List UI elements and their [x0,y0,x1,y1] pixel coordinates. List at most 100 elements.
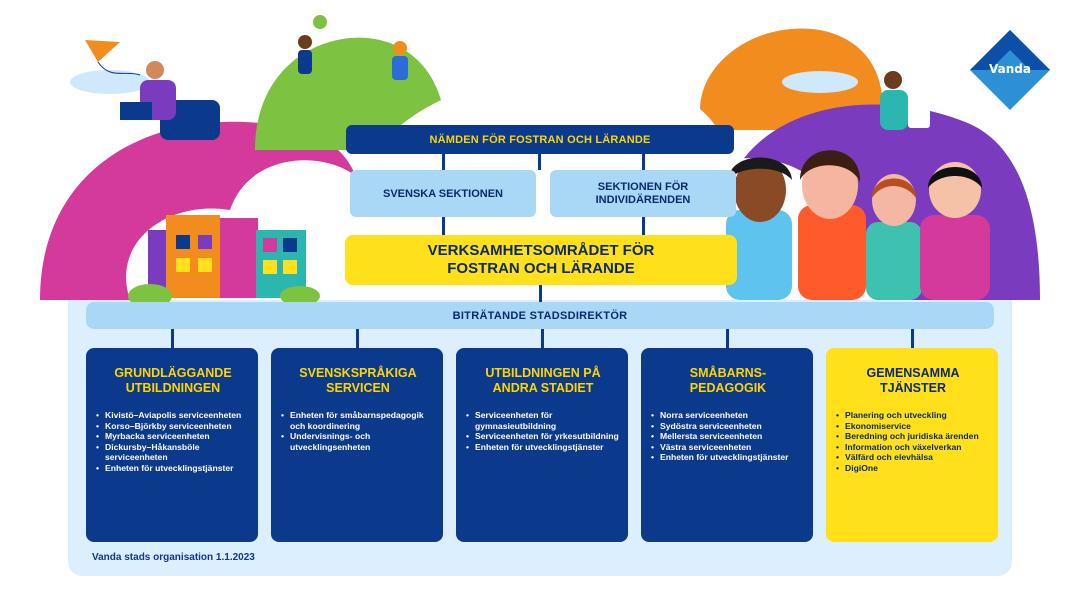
connector-line [642,154,645,170]
kid-head [298,35,312,49]
unit-heading: SMÅBARNS- PEDAGOGIK [651,366,805,396]
kid-head [884,71,902,89]
window [263,260,277,274]
unit-swedish-services: SVENSKSPRÅKIGA SERVICEN Enheten för småb… [271,348,443,542]
unit-heading: SVENSKSPRÅKIGA SERVICEN [281,366,435,396]
board-box: NÄMDEN FÖR FOSTRAN OCH LÄRANDE [346,125,734,154]
unit-heading-line: UTBILDNINGEN PÅ [485,366,601,380]
area-title-line-2: FOSTRAN OCH LÄRANDE [447,260,635,277]
list-item: Välfärd och elevhälsa [836,452,990,463]
unit-list: Planering och utveckling Ekonomiservice … [836,410,990,473]
bush [280,286,320,306]
child-hair [872,178,916,198]
unit-heading-line: ANDRA STADIET [492,381,594,395]
area-title-line-1: VERKSAMHETSOMRÅDET FÖR [427,242,655,259]
connector-line [171,329,174,348]
vanda-logo-icon [970,30,1050,110]
list-item: Mellersta serviceenheten [651,431,805,442]
unit-early-childhood: SMÅBARNS- PEDAGOGIK Norra serviceenheten… [641,348,813,542]
tablet [908,100,930,128]
unit-list: Kivistö–Aviapolis serviceenheten Korso–B… [96,410,250,473]
footer-caption: Vanda stads organisation 1.1.2023 [92,552,255,563]
small-cloud [782,71,858,93]
child-body [726,210,792,300]
laptop [120,102,152,120]
connector-line [442,154,445,170]
list-item: Sydöstra serviceenheten [651,421,805,432]
list-item: Norra serviceenheten [651,410,805,421]
unit-list: Enheten för småbarnspedagogik och koordi… [281,410,435,452]
unit-heading: GEMENSAMMA TJÄNSTER [836,366,990,396]
list-item: Myrbacka serviceenheten [96,431,250,442]
ball [313,15,327,29]
window [176,258,190,272]
window [198,235,212,249]
list-item: Enheten för utvecklingstjänster [466,442,620,453]
list-item: Planering och utveckling [836,410,990,421]
unit-list: Serviceenheten för gymnasieutbildning Se… [466,410,620,452]
list-item: Serviceenheten för gymnasieutbildning [466,410,620,431]
child-head [802,151,858,219]
connector-line [726,329,729,348]
kid-head [393,41,407,55]
connector-line [911,329,914,348]
unit-heading-line: SERVICEN [326,381,390,395]
list-item: Beredning och juridiska ärenden [836,431,990,442]
list-item: Enheten för utvecklingstjänster [96,463,250,474]
building [166,215,220,298]
connector-line [356,329,359,348]
unit-heading: GRUNDLÄGGANDE UTBILDNINGEN [96,366,250,396]
small-cloud [70,70,150,94]
window [283,238,297,252]
list-item: Information och växelverkan [836,442,990,453]
list-item: Ekonomiservice [836,421,990,432]
list-item: Västra serviceenheten [651,442,805,453]
unit-list: Norra serviceenheten Sydöstra serviceenh… [651,410,805,463]
connector-line [442,217,445,235]
child-hair [928,167,982,188]
connector-line [538,154,541,170]
window [198,258,212,272]
person-head [146,61,164,79]
unit-heading-line: SVENSKSPRÅKIGA [299,366,417,380]
list-item: Enheten för småbarnspedagogik och koordi… [281,410,435,431]
unit-heading-line: GRUNDLÄGGANDE [114,366,232,380]
child-body [798,205,866,300]
unit-common-services: GEMENSAMMA TJÄNSTER Planering och utveck… [826,348,998,542]
window [263,238,277,252]
list-item: Kivistö–Aviapolis serviceenheten [96,410,250,421]
connector-line [539,285,542,302]
child-body [920,215,990,300]
child-hair [728,157,792,180]
list-item: Serviceenheten för yrkesutbildning [466,431,620,442]
deputy-director-bar: BITRÄTANDE STADSDIREKTÖR [86,302,994,329]
connector-line [541,329,544,348]
child-body [866,222,922,300]
logo-text: Vanda [989,62,1031,76]
unit-heading: UTBILDNINGEN PÅ ANDRA STADIET [466,366,620,396]
kid-body [392,56,408,80]
child-head [734,158,786,222]
unit-heading-line: GEMENSAMMA [866,366,960,380]
kid-body [298,50,312,74]
window [176,235,190,249]
window [283,260,297,274]
unit-secondary-education: UTBILDNINGEN PÅ ANDRA STADIET Serviceenh… [456,348,628,542]
operations-area-box: VERKSAMHETSOMRÅDET FÖR FOSTRAN OCH LÄRAN… [345,235,737,285]
connector-line [642,217,645,235]
child-hair [800,150,861,182]
unit-heading-line: UTBILDNINGEN [125,381,221,395]
kite [85,40,120,62]
unit-basic-education: GRUNDLÄGGANDE UTBILDNINGEN Kivistö–Aviap… [86,348,258,542]
kite-string [97,61,141,76]
section-swedish: SVENSKA SEKTIONEN [350,170,536,217]
kid-body [880,90,908,130]
list-item: Undervisnings- och utvecklingsenheten [281,431,435,452]
list-item: Korso–Björkby serviceenheten [96,421,250,432]
list-item: Dickursby–Håkansböle serviceenheten [96,442,250,463]
list-item: Enheten för utvecklingstjänster [651,452,805,463]
unit-heading-line: PEDAGOGIK [689,381,767,395]
building [220,218,258,298]
unit-heading-line: TJÄNSTER [880,381,946,395]
section-individual: SEKTIONEN FÖR INDIVIDÄRENDEN [550,170,736,217]
